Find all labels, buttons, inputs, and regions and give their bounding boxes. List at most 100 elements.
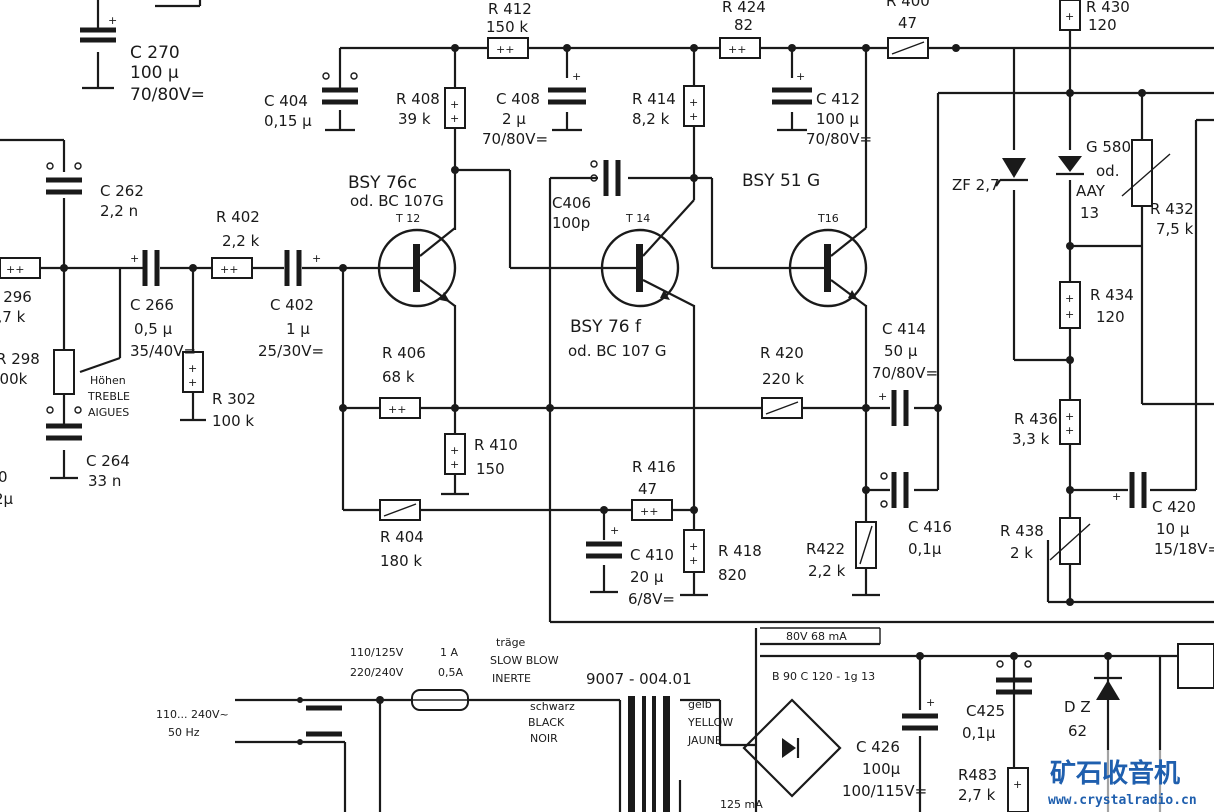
svg-text:+: + <box>1065 308 1074 321</box>
watermark: 矿石收音机 www.crystalradio.cn <box>1044 750 1214 812</box>
fuse-voltage-1: 110/125V <box>350 646 404 659</box>
black-label-1: schwarz <box>530 700 575 713</box>
r438-label-2: 2 k <box>1010 544 1033 562</box>
svg-text:+: + <box>610 524 619 537</box>
r422-label-1: R422 <box>806 540 845 558</box>
transistors <box>377 199 868 308</box>
svg-text:+: + <box>1112 490 1121 503</box>
r408-label-2: 39 k <box>398 110 431 128</box>
svg-text:++: ++ <box>6 263 24 276</box>
r412-label-2: 150 k <box>486 18 528 36</box>
c404-label-1: C 404 <box>264 92 308 110</box>
fuse-type-2: SLOW BLOW <box>490 654 559 667</box>
svg-text:+: + <box>878 390 887 403</box>
svg-text:+: + <box>796 70 805 83</box>
svg-text:++: ++ <box>220 263 238 276</box>
junction-dots <box>60 44 1146 745</box>
g580-label-3: AAY <box>1076 182 1106 200</box>
c264-label-2: 33 n <box>88 472 121 490</box>
watermark-title: 矿石收音机 <box>1050 758 1180 789</box>
c270-label-2: 100 µ <box>130 63 179 83</box>
fuse-type-1: träge <box>496 636 526 649</box>
c414-label-3: 70/80V= <box>872 364 938 382</box>
c408-label-1: C 408 <box>496 90 540 108</box>
t12-label-2: od. BC 107G <box>350 192 444 210</box>
c408-label-3: 70/80V= <box>482 130 548 148</box>
r296-label-2: 4,7 k <box>0 308 26 326</box>
c406-label-2: 100p <box>552 214 590 232</box>
mains-label-2: 50 Hz <box>168 726 200 739</box>
r430-label-1: R 430 <box>1086 0 1130 16</box>
c414-label-1: C 414 <box>882 320 926 338</box>
c266-label-3: 35/40V= <box>130 342 196 360</box>
r483-label-2: 2,7 k <box>958 786 996 804</box>
svg-text:+: + <box>1013 778 1022 791</box>
svg-text:+: + <box>188 362 197 375</box>
treble-label-2: TREBLE <box>87 390 130 403</box>
r400-label-1: R 400 <box>886 0 930 10</box>
r420-label-1: R 420 <box>760 344 804 362</box>
svg-text:+: + <box>188 376 197 389</box>
r424-label-2: 82 <box>734 16 753 34</box>
r402-label-2: 2,2 k <box>222 232 260 250</box>
fuse-type-3: INERTE <box>492 672 531 685</box>
fuse-current-2: 0,5A <box>438 666 463 679</box>
capacitors: + + + + + + + + <box>46 14 1147 737</box>
svg-text:+: + <box>689 110 698 123</box>
trafo-label: 9007 - 004.01 <box>586 670 692 688</box>
g580-label-2: od. <box>1096 162 1119 180</box>
c404-label-2: 0,15 µ <box>264 112 312 130</box>
r432-label-1: R 432 <box>1150 200 1194 218</box>
svg-text:+: + <box>450 112 459 125</box>
r434-label-2: 120 <box>1096 308 1125 326</box>
c416-label-1: C 416 <box>908 518 952 536</box>
supply-label: 80V 68 mA <box>786 630 847 643</box>
svg-text:+: + <box>1065 292 1074 305</box>
c410-label-1: C 410 <box>630 546 674 564</box>
treble-label-1: Höhen <box>90 374 126 387</box>
r406-label-2: 68 k <box>382 368 415 386</box>
fuse-voltage-2: 220/240V <box>350 666 404 679</box>
svg-text:+: + <box>450 98 459 111</box>
yellow-label-2: YELLOW <box>687 716 733 729</box>
svg-text:+: + <box>1065 410 1074 423</box>
r404-label-2: 180 k <box>380 552 422 570</box>
svg-text:++: ++ <box>640 505 658 518</box>
r406-label-1: R 406 <box>382 344 426 362</box>
r420-label-2: 220 k <box>762 370 804 388</box>
watermark-url: www.crystalradio.cn <box>1048 793 1197 808</box>
c420-label-3: 15/18V= <box>1154 540 1214 558</box>
yellow-label-1: gelb <box>688 698 712 711</box>
svg-text:+: + <box>572 70 581 83</box>
current-125-label: 125 mA <box>720 798 763 811</box>
svg-text:+: + <box>689 96 698 109</box>
r418-label-1: R 418 <box>718 542 762 560</box>
svg-text:+: + <box>926 696 935 709</box>
c408-label-2: 2 µ <box>502 110 526 128</box>
t14-label: T 14 <box>625 212 650 225</box>
c412-label-1: C 412 <box>816 90 860 108</box>
r414-label-1: R 414 <box>632 90 676 108</box>
c412-label-2: 100 µ <box>816 110 859 128</box>
r436-label-2: 3,3 k <box>1012 430 1050 448</box>
r410-label-2: 150 <box>476 460 505 478</box>
r412-label-1: R 412 <box>488 0 532 18</box>
g580-label-1: G 580 <box>1086 138 1131 156</box>
r408-label-1: R 408 <box>396 90 440 108</box>
r410-label-1: R 410 <box>474 436 518 454</box>
c266-label-2: 0,5 µ <box>134 320 173 338</box>
r302-label-1: R 302 <box>212 390 256 408</box>
r436-label-1: R 436 <box>1014 410 1058 428</box>
c425-label-1: C425 <box>966 702 1005 720</box>
c402-label-2: 1 µ <box>286 320 310 338</box>
g580-label-4: 13 <box>1080 204 1099 222</box>
bridge-label: B 90 C 120 - 1g 13 <box>772 670 875 683</box>
svg-text:+: + <box>450 458 459 471</box>
c262-label-2: 2,2 n <box>100 202 138 220</box>
r483-label-1: R483 <box>958 766 997 784</box>
cleft-label-1: 0 <box>0 468 8 486</box>
